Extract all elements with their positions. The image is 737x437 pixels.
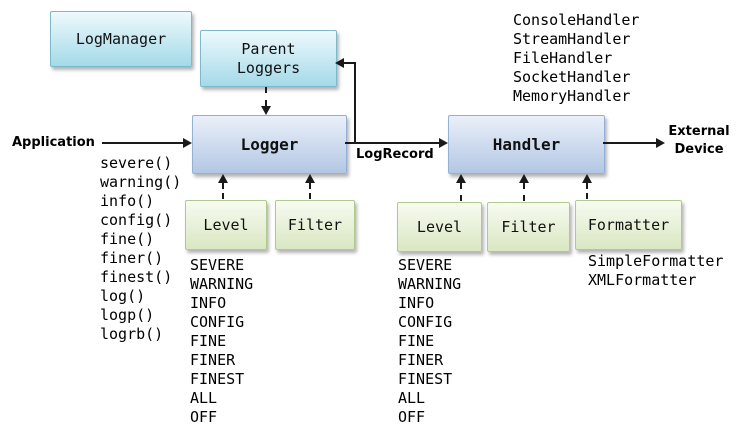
list-item: fine() (100, 230, 155, 248)
list-item: FINER (190, 351, 236, 369)
log-manager-label: LogManager (75, 29, 167, 48)
application-to-logger-arrowhead-icon (183, 138, 192, 148)
list-item: MemoryHandler (513, 87, 631, 105)
logger-to-handler-arrowhead-icon (439, 138, 448, 148)
list-item: SEVERE (398, 256, 453, 274)
logger-to-handler-arrow-line (345, 142, 439, 144)
list-item: Loggers (236, 58, 301, 77)
list-item: FINEST (398, 370, 453, 388)
list-item: FINE (398, 332, 435, 350)
logger-filter-label: Filter (287, 215, 343, 234)
handler-filter-label: Filter (501, 217, 556, 236)
list-item: CONFIG (190, 313, 245, 331)
logger-level-label: Level (203, 215, 249, 234)
list-item: INFO (398, 294, 435, 312)
handler-formatter-arrowhead-icon (582, 174, 592, 183)
list-item: WARNING (190, 275, 254, 293)
handler-level-dashed-line (460, 183, 462, 201)
list-item: External (668, 124, 730, 139)
list-item: StreamHandler (513, 30, 631, 48)
logger-filter-arrowhead-icon (305, 174, 315, 183)
handler-filter-dashed-line (523, 183, 525, 201)
list-item: ALL (398, 389, 426, 407)
handler-formatter-label: Formatter (587, 215, 670, 234)
handler-formatter-dashed-line (586, 183, 588, 199)
list-item: OFF (398, 408, 426, 426)
list-item: Parent (241, 39, 296, 58)
logger-level-node: Level (185, 200, 267, 250)
list-item: ConsoleHandler (513, 11, 640, 29)
logger-label: Logger (240, 134, 299, 154)
list-item: WARNING (398, 275, 462, 293)
list-item: config() (100, 211, 173, 229)
handler-node: Handler (448, 115, 605, 174)
application-label: Application (12, 135, 95, 150)
log-manager-node: LogManager (50, 11, 192, 67)
handler-level-arrowhead-icon (456, 174, 466, 183)
list-item: XMLFormatter (588, 271, 697, 289)
list-item: log() (100, 287, 146, 305)
list-item: CONFIG (398, 313, 453, 331)
handler-label: Handler (492, 134, 561, 154)
logger-level-arrowhead-icon (218, 174, 228, 183)
handler-to-external-arrow-line (603, 142, 656, 144)
list-item: FINEST (190, 370, 245, 388)
list-item: SocketHandler (513, 68, 631, 86)
handler-filter-arrowhead-icon (519, 174, 529, 183)
list-item: SEVERE (190, 256, 245, 274)
log-record-label: LogRecord (356, 147, 434, 162)
logger-to-parent-feedback-hline (344, 62, 356, 64)
list-item: finer() (100, 249, 164, 267)
handler-level-label: Level (416, 217, 463, 236)
list-item: finest() (100, 268, 173, 286)
logger-to-parent-arrowhead-icon (335, 58, 344, 68)
list-item: ALL (190, 389, 218, 407)
list-item: SimpleFormatter (588, 252, 724, 270)
logger-level-dashed-line (222, 183, 224, 199)
list-item: FINE (190, 332, 227, 350)
handler-level-node: Level (397, 202, 482, 252)
handler-to-external-arrowhead-icon (656, 138, 665, 148)
list-item: logp() (100, 306, 155, 324)
list-item: INFO (190, 294, 227, 312)
handler-filter-node: Filter (487, 202, 570, 252)
list-item: Device (674, 141, 724, 157)
list-item: FINER (398, 351, 444, 369)
logger-methods-list: severe()warning()info()config()fine()fin… (100, 154, 181, 344)
logger-filter-dashed-line (309, 183, 311, 199)
handler-formatter-node: Formatter (575, 200, 682, 250)
logger-filter-node: Filter (275, 200, 355, 250)
application-to-logger-arrow-line (102, 142, 183, 144)
parent-to-logger-dashed-line (265, 87, 267, 106)
list-item: FileHandler (513, 49, 613, 67)
list-item: logrb() (100, 325, 164, 343)
list-item: warning() (100, 173, 182, 191)
list-item: OFF (190, 408, 218, 426)
logger-to-parent-feedback-vline (354, 62, 356, 143)
list-item: info() (100, 192, 155, 210)
parent-to-logger-arrowhead-icon (261, 106, 271, 115)
logger-node: Logger (192, 115, 347, 174)
list-item: severe() (100, 154, 173, 172)
